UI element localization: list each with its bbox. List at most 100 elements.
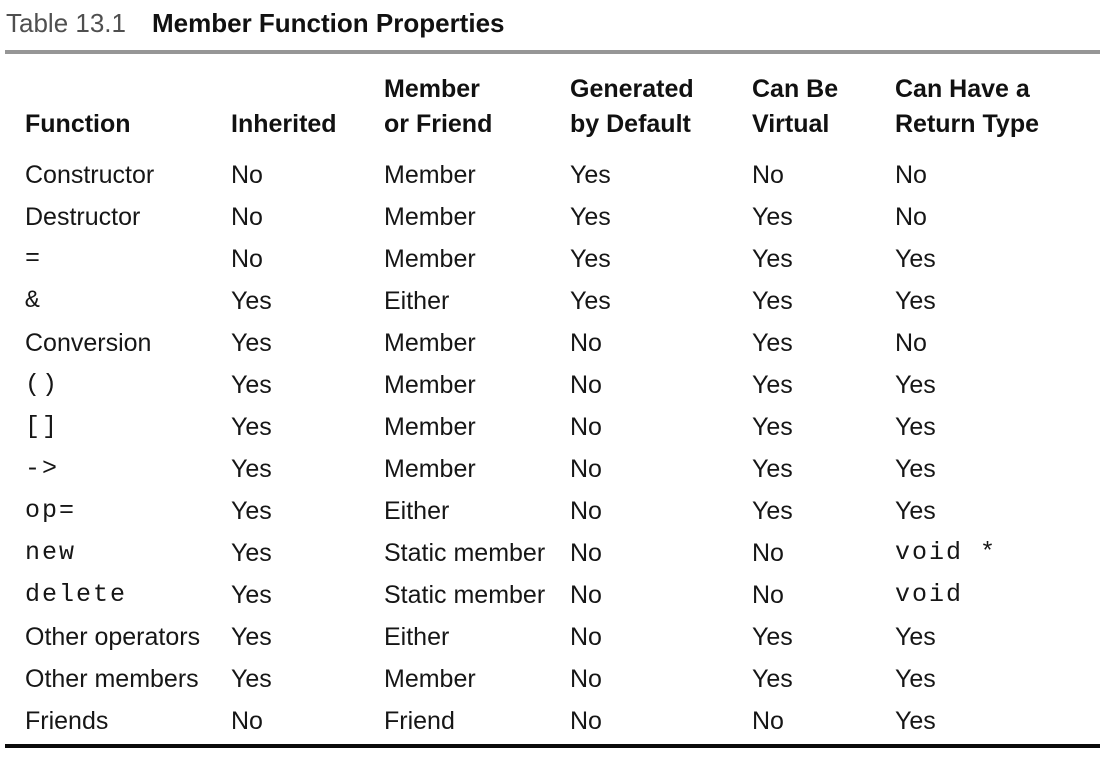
table-cell: Yes (570, 245, 611, 273)
table-cell: Yes (752, 497, 793, 525)
table-cell: Static member (384, 539, 546, 567)
table-cell: void * (895, 538, 998, 567)
table-cell: Yes (752, 371, 793, 399)
table-cell: Yes (231, 665, 272, 693)
table-cell: Member (384, 665, 476, 693)
table-cell: No (570, 371, 602, 399)
table-cell: Other operators (25, 623, 201, 651)
table-cell: No (895, 329, 927, 357)
table-cell: & (25, 286, 43, 315)
table-cell: Yes (231, 455, 272, 483)
table-cell: Either (384, 623, 450, 651)
table-cell: Member (384, 161, 476, 189)
table-cell: Yes (895, 455, 936, 483)
table-cell: Yes (895, 245, 936, 273)
table-cell: No (570, 455, 602, 483)
table-cell: Yes (231, 497, 272, 525)
table-cell: Friends (25, 707, 109, 735)
table-cell: No (231, 245, 263, 273)
table-cell: Yes (752, 665, 793, 693)
table-cell: No (570, 497, 602, 525)
table-cell: Yes (895, 707, 936, 735)
table-row: [] Yes Member No Yes Yes (0, 406, 1115, 448)
table-cell: No (231, 161, 263, 189)
column-header-line: Generated (570, 75, 694, 103)
column-header-line: Can Be (752, 75, 839, 103)
table-header-row: Function Inherited Member or Friend Generate… (0, 72, 1115, 142)
table-cell: Yes (752, 623, 793, 651)
table-cell: Yes (570, 203, 611, 231)
table-cell: No (570, 665, 602, 693)
top-rule (5, 50, 1100, 54)
table-cell: No (895, 203, 927, 231)
table-cell: Either (384, 287, 450, 315)
table-cell: Member (384, 455, 476, 483)
table-cell: Member (384, 371, 476, 399)
column-header-line: Function (25, 110, 131, 138)
column-header-line: Return Type (895, 110, 1039, 138)
table-cell: No (570, 413, 602, 441)
table-cell: Constructor (25, 161, 155, 189)
table-cell: () (25, 370, 60, 399)
table-cell: Yes (231, 539, 272, 567)
table-cell: No (570, 623, 602, 651)
table-cell: Yes (895, 287, 936, 315)
column-header-line: by Default (570, 110, 691, 138)
column-header-can-be-virtual: Can Be Virtual (752, 72, 895, 142)
table-cell: No (752, 707, 784, 735)
table-cell: Member (384, 329, 476, 357)
table-cell: Conversion (25, 329, 152, 357)
table-title: Member Function Properties (151, 8, 505, 38)
table-cell: void (895, 580, 964, 609)
table-cell: op= (25, 496, 77, 525)
column-header-line: Member (384, 75, 480, 103)
table-cell: No (570, 329, 602, 357)
table-cell: No (570, 707, 602, 735)
table-cell: No (231, 203, 263, 231)
table-cell: [] (25, 412, 60, 441)
table-cell: Yes (231, 581, 272, 609)
table-cell: Yes (231, 413, 272, 441)
column-header-line: Inherited (231, 110, 337, 138)
table-cell: Yes (752, 413, 793, 441)
table-cell: Yes (895, 665, 936, 693)
table-cell: No (895, 161, 927, 189)
table-cell: Yes (752, 245, 793, 273)
table-cell: No (752, 161, 784, 189)
table-cell: No (752, 581, 784, 609)
column-header-line: or Friend (384, 110, 493, 138)
table-cell: Destructor (25, 203, 141, 231)
table-cell: No (570, 539, 602, 567)
table-cell: -> (25, 454, 60, 483)
table-cell: No (231, 707, 263, 735)
column-header-member-or-friend: Member or Friend (384, 72, 570, 142)
table-caption: Table 13.1 Member Function Properties (6, 8, 504, 38)
table-cell: Yes (231, 287, 272, 315)
table-cell: Yes (231, 371, 272, 399)
table-cell: Static member (384, 581, 546, 609)
table-cell: Member (384, 413, 476, 441)
table-cell: No (752, 539, 784, 567)
table-cell: delete (25, 580, 128, 609)
table-cell: Yes (895, 413, 936, 441)
table-cell: No (570, 581, 602, 609)
table-cell: Yes (231, 623, 272, 651)
table-number: Table 13.1 (6, 8, 126, 38)
column-header-line: Virtual (752, 110, 830, 138)
table-cell: Member (384, 245, 476, 273)
table-cell: Yes (570, 287, 611, 315)
